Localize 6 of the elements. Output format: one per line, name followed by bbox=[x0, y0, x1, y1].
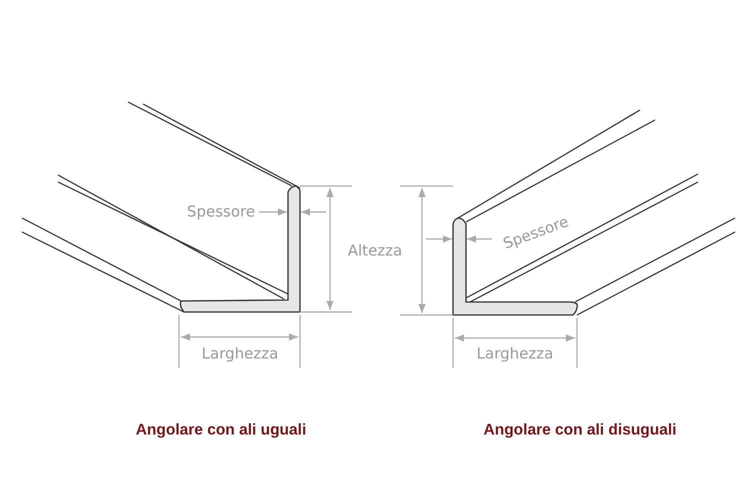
figure-caption: Angolare con ali uguali bbox=[136, 422, 306, 438]
figure-caption: Angolare con ali disuguali bbox=[484, 422, 676, 438]
dimension-label: Altezza bbox=[348, 244, 402, 258]
dimension-label: Spessore bbox=[186, 204, 256, 220]
dimension-label: Larghezza bbox=[476, 346, 554, 362]
dimension-label: Larghezza bbox=[202, 346, 278, 362]
